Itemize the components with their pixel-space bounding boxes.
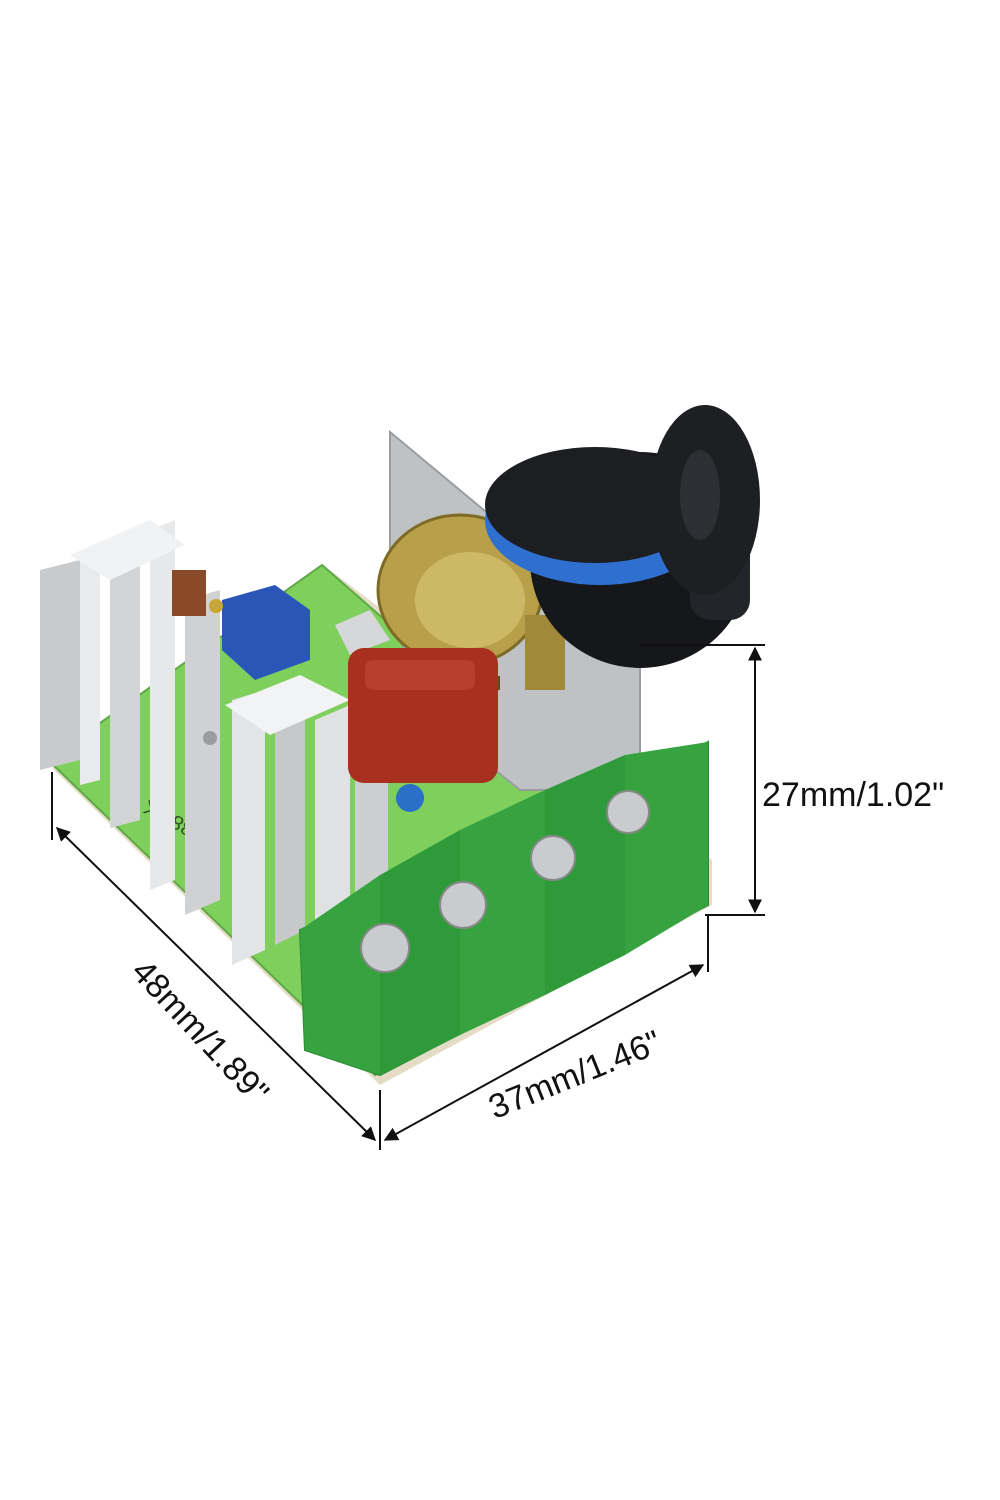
height-dimension-label: 27mm/1.02" [762, 776, 945, 814]
control-knob [485, 405, 760, 668]
resistor-component [172, 570, 206, 616]
film-capacitor [348, 648, 498, 812]
trimmer-potentiometer [209, 585, 310, 680]
dimension-lines [51, 644, 765, 1150]
